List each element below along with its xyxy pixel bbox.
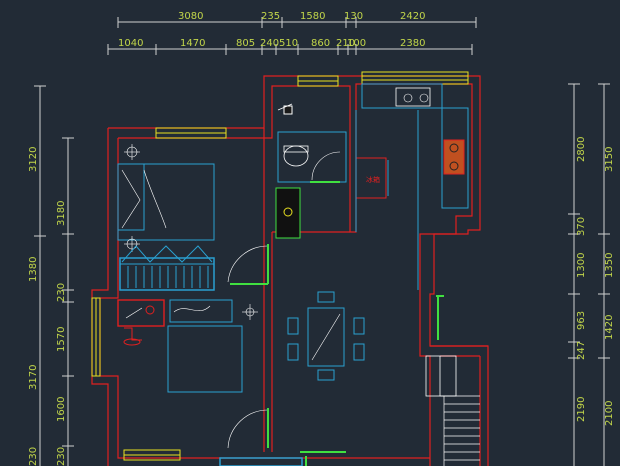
dim-left-inner-2: 1380 [28,257,39,282]
shower-area [275,187,301,239]
chair [287,317,299,335]
chair [317,369,335,381]
dim-right-inner-4: 963 [576,311,587,330]
dim-top-outer-4: 130 [344,11,363,22]
doors [227,244,444,466]
desk-area [117,299,258,393]
kitchen-counter-top [361,83,443,109]
chair [353,317,365,335]
desk [117,299,165,327]
dim-right-outer-2: 1350 [604,253,615,278]
dim-right-outer-1: 3150 [604,147,615,172]
dim-right-outer-4: 2100 [604,401,615,426]
wardrobe [117,163,215,241]
dim-top-inner-2: 1470 [180,38,205,49]
dim-left-inner-5: 1600 [56,397,67,422]
chair [123,338,141,346]
chair [287,343,299,361]
bathroom-fixtures [277,131,347,183]
dim-left-inner-1: 3180 [56,201,67,226]
dim-left-outer-2: 3170 [28,365,39,390]
tv-cabinet [169,299,233,323]
toilet-icon [283,145,309,167]
bathroom [275,103,347,239]
window-top-right [361,71,469,85]
dim-top-outer-1: 3080 [178,11,203,22]
dim-top-outer-3: 1580 [300,11,325,22]
dining-table [307,307,345,367]
kitchen: 冰箱 [355,83,469,290]
dim-right-inner-6: 2190 [576,397,587,422]
dim-top-inner-3: 805 [236,38,255,49]
dimension-lines [34,17,610,466]
dimension-texts: 3080 235 1580 130 2420 1040 1470 805 240… [28,11,615,466]
dim-top-inner-1: 1040 [118,38,143,49]
kitchen-counter-side [441,107,469,209]
dim-left-inner-7: 230 [28,447,39,466]
dim-top-inner-9: 2380 [400,38,425,49]
chair [353,343,365,361]
window-bottom-left [123,449,181,461]
walls [91,75,489,466]
dim-right-inner-3: 1300 [576,253,587,278]
dining-area [287,291,365,381]
dim-top-inner-7: 210 [336,38,355,49]
dim-top-inner-4: 240 [260,38,279,49]
dim-top-outer-5: 2420 [400,11,425,22]
dim-right-inner-5: 247 [576,341,587,360]
windows [91,71,469,461]
dim-top-inner-6: 860 [311,38,330,49]
chair [317,291,335,303]
dim-left-inner-3: 230 [56,283,67,302]
dim-left-inner-4: 1570 [56,327,67,352]
bedroom-furniture [117,144,215,291]
dim-left-outer-1: 3120 [28,147,39,172]
dim-right-outer-3: 1420 [604,315,615,340]
dim-right-inner-1: 2800 [576,137,587,162]
dim-top-inner-5: 510 [279,38,298,49]
window-top-left [155,127,227,139]
bottom-cabinet [219,457,303,466]
dim-left-inner-6: 230 [56,447,67,466]
stove-icon [443,139,465,175]
fridge-label: 冰箱 [366,175,380,184]
wardrobe-doors [117,163,145,231]
dim-right-inner-2: 370 [576,217,587,236]
bed-frame [167,325,243,393]
window-left [91,297,101,377]
lamp-icon [145,305,155,315]
dim-top-outer-2: 235 [261,11,280,22]
sink-icon [395,87,431,107]
staircase [425,355,480,466]
dim-top-inner-8: 100 [347,38,366,49]
window-top-middle [297,75,339,87]
sofa [119,245,215,291]
